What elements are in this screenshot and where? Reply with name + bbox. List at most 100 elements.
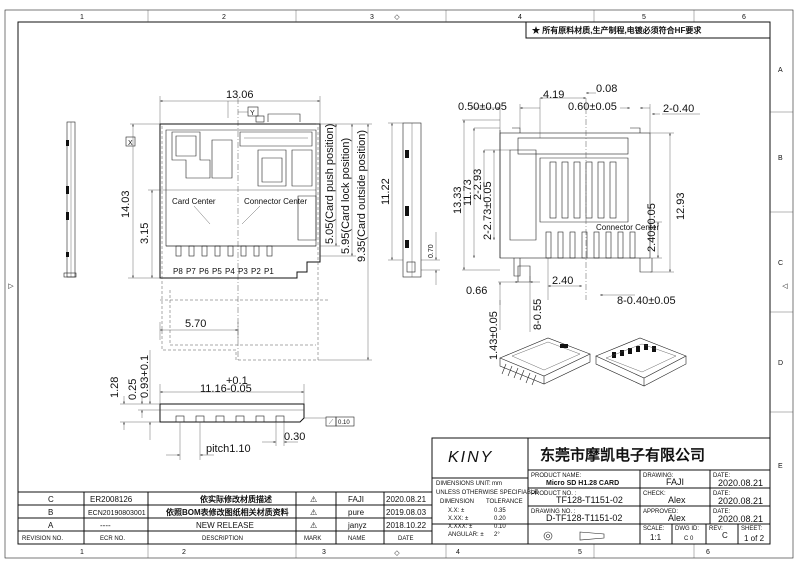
rev-row-mark: ⚠: [310, 495, 317, 504]
border-ticks: [147, 10, 793, 558]
drawing-by: FAJI: [666, 477, 684, 487]
col-label-top: 6: [742, 14, 746, 21]
rev-header: REVISION NO.: [22, 536, 63, 542]
check-label: CHECK:: [643, 491, 666, 497]
dim-2-40-horizontal: 2.40: [552, 275, 573, 287]
dim-12-93: 12.93: [675, 192, 687, 220]
dim-card-push: 5.05(Card push position): [324, 124, 336, 244]
dimensions-unit-value: mm: [492, 481, 502, 487]
rev-header: ECR NO.: [100, 536, 125, 542]
dim-1-43: 1.43±0.05: [488, 311, 500, 360]
dim-0-08: 0.08: [596, 83, 617, 95]
front-view: [159, 98, 330, 361]
col-labels-top: 1 2 3 4 5 6: [80, 14, 746, 21]
kiny-logo: KINY: [448, 449, 493, 466]
dim-0-25: 0.25: [127, 379, 139, 400]
rev-row-name: janyz: [347, 521, 367, 530]
dim-0-70: 0.70: [428, 244, 435, 258]
pin-label: P8: [173, 267, 183, 276]
hf-requirement-note: ★ 所有原料材质,生产制程,电镀必须符合HF要求: [532, 25, 702, 35]
footprint-connector-center: Connector Center: [596, 223, 659, 232]
dim-0-93: 0.93+0.1: [139, 355, 151, 398]
dim-11-73: 11.73: [462, 179, 474, 206]
dim-13-33: 13.33: [452, 186, 464, 214]
company-name: 东莞市摩凯电子有限公司: [540, 446, 705, 464]
isometric-view-bottom: [595, 337, 687, 387]
dwg-id-value: C 0: [684, 536, 694, 542]
dim-3-15: 3.15: [139, 223, 151, 244]
left-center-mark: ▷: [8, 283, 14, 290]
rev-header: DESCRIPTION: [202, 536, 243, 542]
dim-2-2-93: 2-2.93: [472, 169, 484, 200]
row-labels-right: A B C D E: [778, 67, 783, 470]
row-label: D: [778, 360, 783, 367]
rev-row-date: 2019.08.03: [386, 508, 427, 517]
rev-header: DATE: [398, 536, 414, 542]
dim-card-lock: 5.95(Card lock position): [340, 138, 352, 254]
pin-label: P3: [238, 267, 248, 276]
rev-row-desc: 依照BOM表修改图纸相关材质资料: [166, 507, 289, 517]
row-label: B: [778, 155, 783, 162]
top-center-mark: ◇: [394, 14, 400, 21]
date-label: DATE:: [713, 491, 731, 497]
dim-pitch: pitch1.10: [206, 443, 251, 455]
row-label: C: [778, 260, 783, 267]
pin-label: P7: [186, 267, 196, 276]
dim-2-40-vertical: 2.40±0.05: [646, 203, 658, 252]
dim-0-66: 0.66: [466, 285, 487, 297]
dim-11-22: 11.22: [380, 178, 392, 205]
dim-0-30: 0.30: [284, 431, 305, 443]
card-center-label: Card Center: [172, 197, 216, 206]
product-no-label: PRODUCT NO. :: [531, 491, 577, 497]
sheet-value: 1 of 2: [744, 534, 765, 543]
pin-label: P4: [225, 267, 235, 276]
rev-header: NAME: [348, 536, 365, 542]
rev-row-ecr: ----: [100, 521, 111, 530]
dim-0-50: 0.50±0.05: [458, 101, 507, 113]
rev-header: MARK: [304, 536, 321, 542]
date-label: DATE:: [713, 509, 731, 515]
left-profile-view: [63, 121, 77, 278]
right-profile-view: [388, 122, 440, 285]
bottom-center-mark: ◇: [394, 550, 400, 557]
datum-y-label: Y: [250, 110, 255, 117]
dim-8-0-55: 8-0.55: [532, 299, 544, 330]
tol-row-dim: X.XXX: ±: [448, 524, 473, 530]
sheet-label: SHEET:: [741, 526, 762, 532]
tol-row-val: 0.10: [494, 524, 506, 530]
rev-row-mark: ⚠: [310, 508, 317, 517]
rev-row-date: 2018.10.22: [386, 521, 427, 530]
col-label-top: 4: [518, 14, 522, 21]
col-label-top: 5: [642, 14, 646, 21]
dim-plus-0-1: +0.1: [226, 375, 248, 387]
rev-row-date: 2020.08.21: [386, 495, 427, 504]
rev-value: C: [722, 531, 728, 540]
tol-row-dim: ANGULAR: ±: [448, 532, 484, 538]
bottom-side-view: [120, 350, 355, 460]
projection-symbol: [543, 531, 605, 541]
product-name-value: Micro SD H1.28 CARD: [546, 480, 619, 487]
check-by: Alex: [668, 495, 686, 505]
scale-value: 1:1: [650, 533, 662, 542]
pin-label: P2: [251, 267, 261, 276]
col-label-bottom: 1: [80, 549, 84, 556]
tol-row-val: 0.20: [494, 516, 506, 522]
tol-row-dim: X.XX: ±: [448, 516, 469, 522]
dim-width-13-06: 13.06: [226, 89, 254, 101]
rev-row-desc: NEW RELEASE: [196, 521, 254, 530]
col-label-top: 1: [80, 14, 84, 21]
col-label-bottom: 2: [182, 549, 186, 556]
tol-row-dim: X.X: ±: [448, 508, 465, 514]
approved-label: APPROVED:: [643, 509, 678, 515]
front-dimensions: [125, 96, 372, 361]
rev-row-rev: C: [48, 495, 54, 504]
date-approved: 2020.08.21: [718, 514, 763, 524]
date-drawing: 2020.08.21: [718, 478, 763, 488]
pin-labels: P8 P7 P6 P5 P4 P3 P2 P1: [173, 267, 274, 276]
dim-2-2-73: 2-2.73±0.05: [482, 181, 494, 240]
rev-row-name: pure: [348, 508, 365, 517]
product-name-label: PRODUCT NAME:: [531, 473, 582, 479]
tol-row-val: 0.35: [494, 508, 506, 514]
unless-note: UNLESS OTHERWISE SPECIFIABLE: [436, 490, 538, 496]
